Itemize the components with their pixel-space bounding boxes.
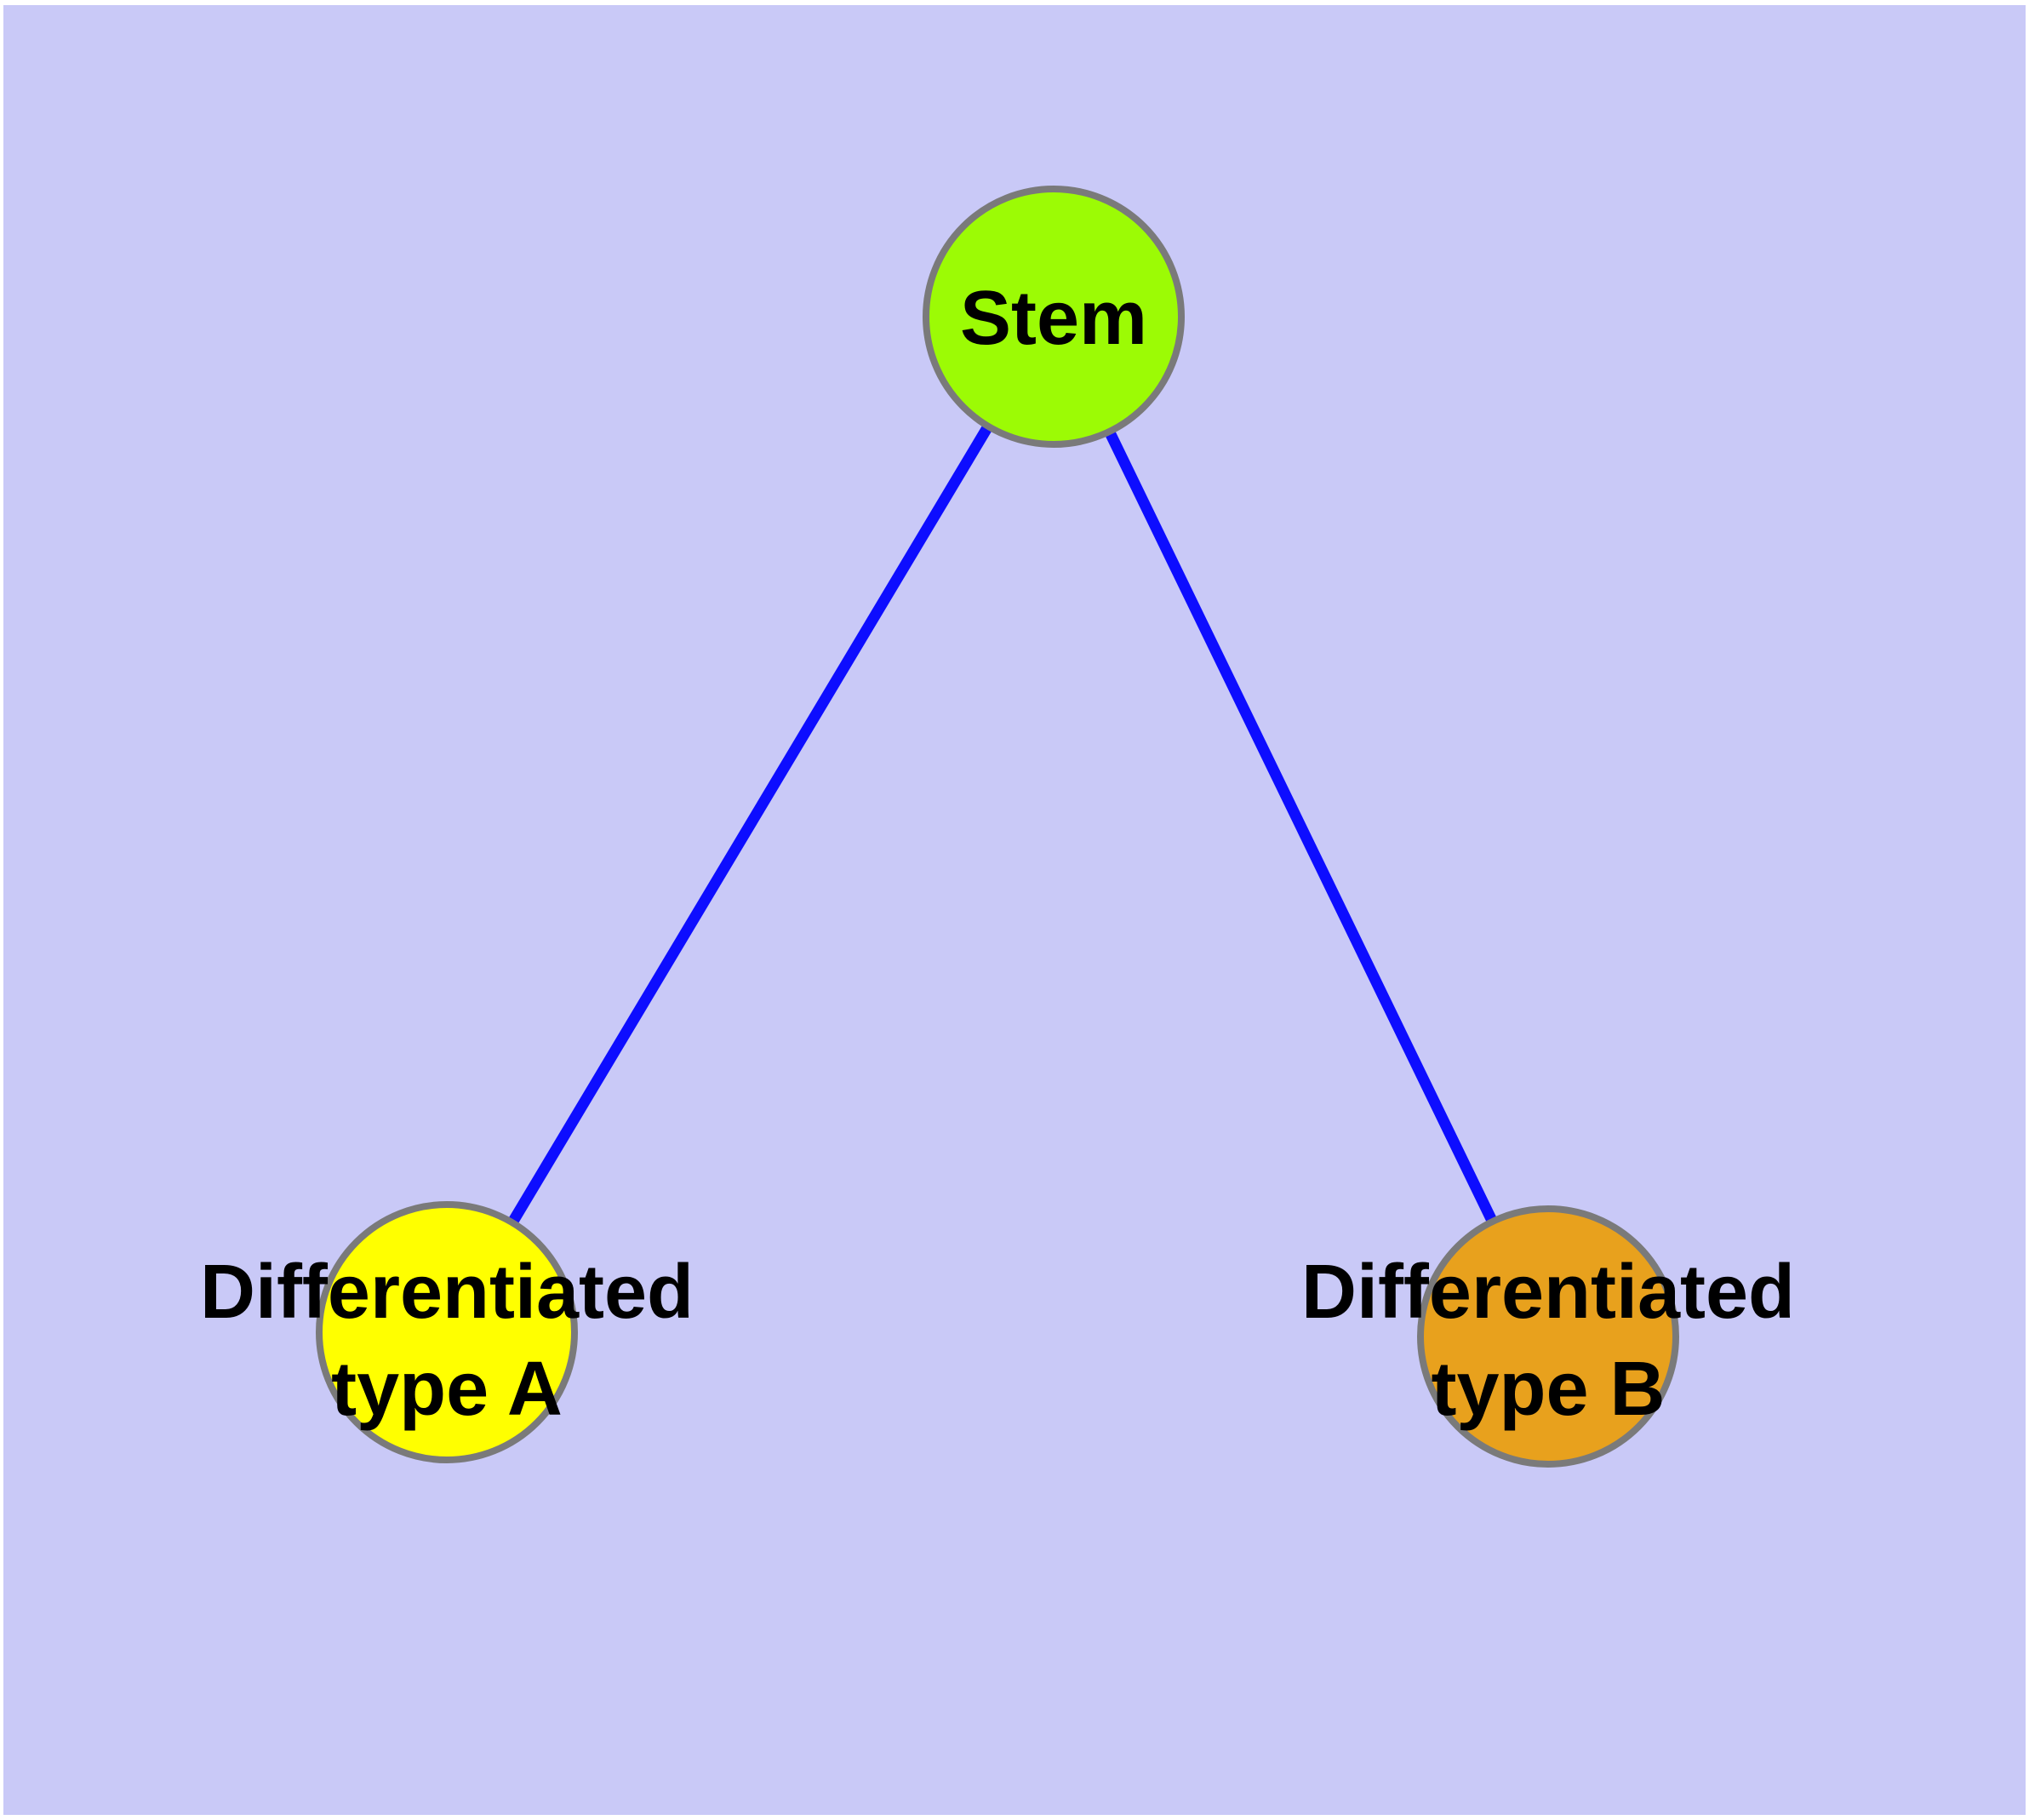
- node-type-b-label-line2: type B: [1431, 1347, 1665, 1432]
- node-type-a-label-line2: type A: [331, 1347, 563, 1432]
- node-type-b-label-line1: Differentiated: [1301, 1250, 1795, 1335]
- edge-stem-to-type-a: [442, 313, 1059, 1336]
- node-stem-label: Stem: [960, 276, 1147, 361]
- node-stem-circle: [923, 186, 1185, 448]
- node-type-b-circle: [1417, 1205, 1679, 1468]
- node-type-a-circle: [316, 1201, 578, 1463]
- node-type-a-label-line1: Differentiated: [200, 1250, 694, 1335]
- edge-stem-to-type-b: [1049, 314, 1553, 1339]
